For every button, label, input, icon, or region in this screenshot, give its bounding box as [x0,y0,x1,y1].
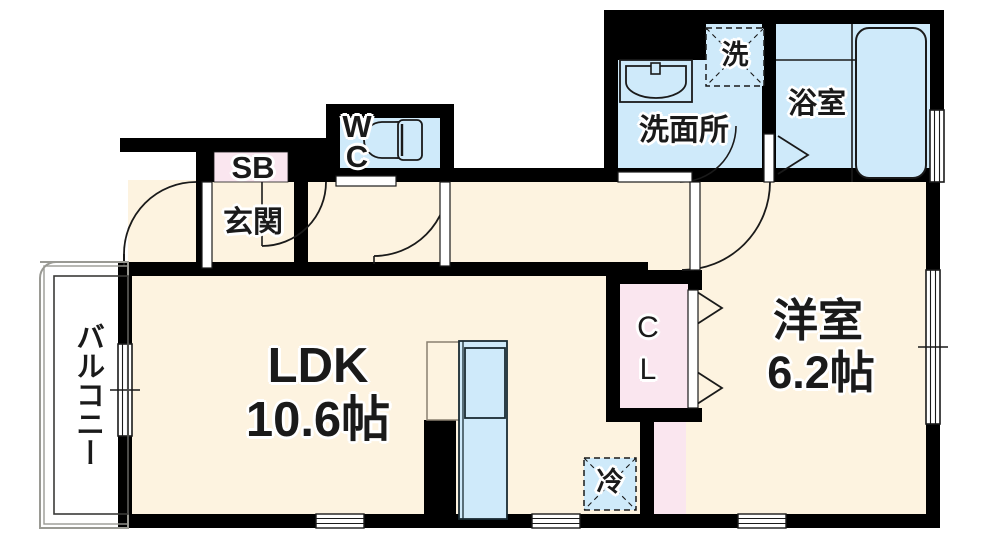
wall-wc-right [440,104,454,182]
wc-door-panel[interactable] [335,175,397,187]
wc-door[interactable] [261,181,327,247]
bathtub-fixture [776,24,927,182]
closet-extension [654,422,686,514]
closet-folding-door-lower[interactable] [693,369,724,407]
kitchen-fixture [426,340,508,520]
wall-cl-bottom [606,408,702,422]
wall-top-wetblock [604,10,944,24]
washitsu-door-panel[interactable] [689,181,701,271]
bath-door-indicator[interactable] [777,135,810,175]
wall-corridor-ldk [448,262,648,276]
wall-sb-right-block [288,152,328,182]
wall-main-right-lower [926,424,940,528]
balcony-area [39,261,129,529]
bath-door-panel[interactable] [763,133,775,183]
washer-space-fixture [705,27,765,87]
closet-folding-door-upper[interactable] [693,289,724,327]
closet-door-panel[interactable] [687,289,699,409]
ldk-door-panel[interactable] [439,181,451,267]
senmenjo-door-panel[interactable] [617,171,693,183]
wall-ldk-top [118,262,448,276]
closet-fixture [620,284,688,408]
fridge-space-fixture [583,457,637,511]
wall-entry-top [120,138,326,152]
windows [110,109,948,529]
wall-wc-left [326,104,340,182]
wall-left-wetblock [604,10,618,182]
window-ldk-bottom-2 [531,513,581,529]
wall-main-bottom [118,514,940,528]
genkan-floor [212,180,294,268]
washbasin-fixture [619,59,693,103]
wall-wc-top [326,104,454,118]
wall-main-right-upper [926,182,940,270]
toilet-fixture [363,119,423,161]
wall-cl-left [606,270,620,422]
entrance-door[interactable] [123,181,197,266]
fixtures [213,24,927,520]
wall-kitchen-block [424,420,456,518]
wall-cl-top [606,270,702,284]
shoe-box-fixture [213,151,289,183]
wall-senmen-notch [618,24,704,60]
window-bath-right [929,109,945,183]
door-swings [123,125,771,271]
wall-genkan-right [294,182,308,268]
wall-corridor-top [440,168,616,182]
entrance-door-panel[interactable] [201,181,213,269]
window-washitsu-bottom [737,513,787,529]
wall-cl-right [688,270,702,290]
wall-cl-stub [640,422,654,518]
window-washitsu-right [918,269,948,425]
window-ldk-bottom [315,513,365,529]
